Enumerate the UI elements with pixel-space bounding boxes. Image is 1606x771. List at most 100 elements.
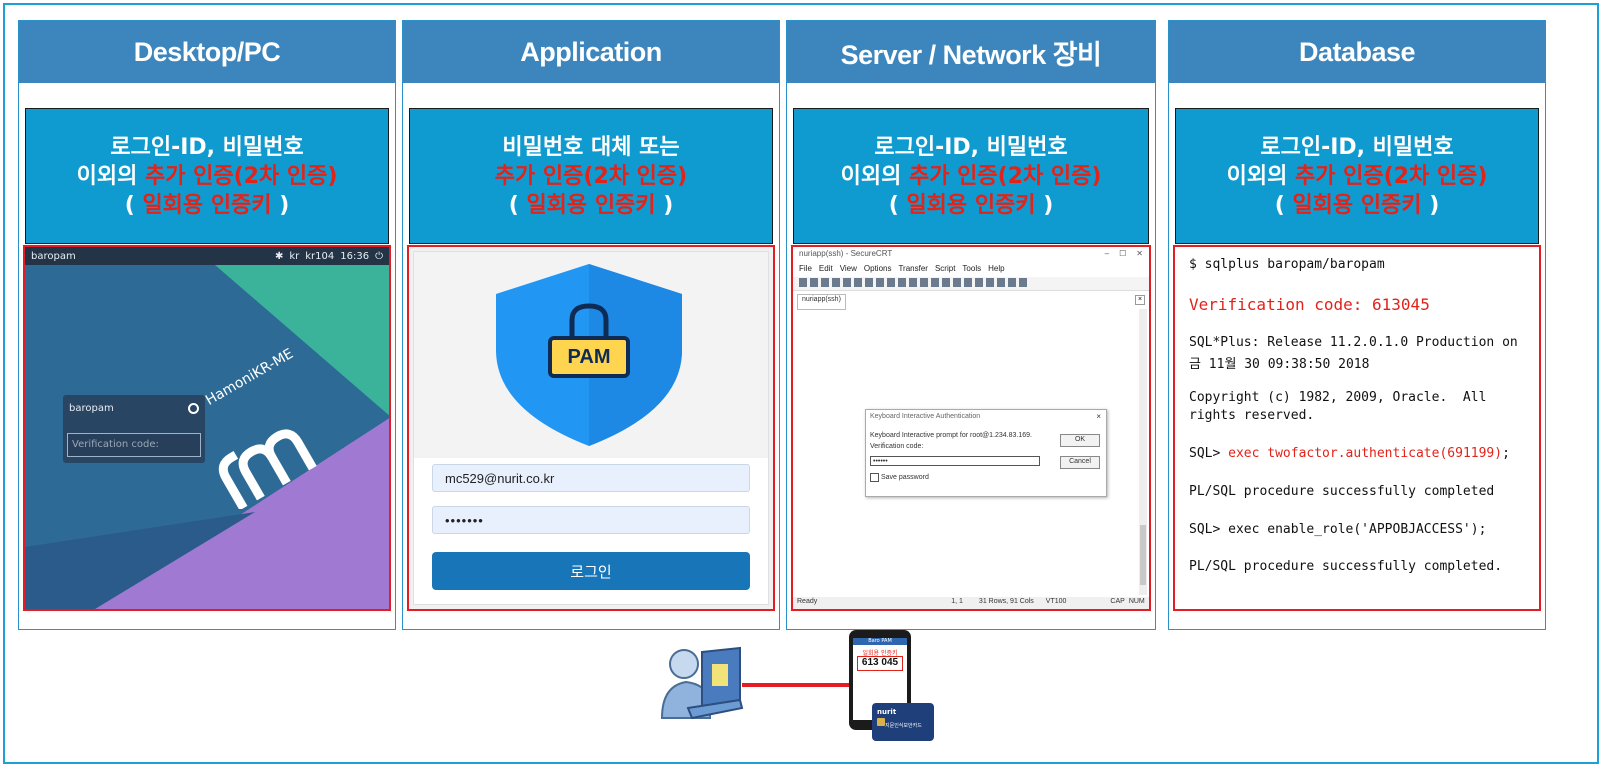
desc-text: ) bbox=[1421, 192, 1440, 218]
minimize-icon[interactable]: – bbox=[1104, 249, 1110, 258]
verification-code-input[interactable]: •••••• bbox=[870, 456, 1040, 466]
toolbar-button-icon[interactable] bbox=[810, 278, 818, 287]
phone-app-title: Baro PAM bbox=[853, 638, 907, 645]
password-field[interactable]: ••••••• bbox=[432, 506, 750, 534]
phone-otp-label: 일회용 인증키 bbox=[862, 650, 898, 657]
desc-line-1: 비밀번호 대체 또는 bbox=[502, 134, 680, 160]
menu-file[interactable]: File bbox=[799, 264, 812, 273]
menu-bar: File Edit View Options Transfer Script T… bbox=[793, 264, 1149, 276]
email-field[interactable]: mc529@nurit.co.kr bbox=[432, 464, 750, 492]
toolbar-button-icon[interactable] bbox=[854, 278, 862, 287]
security-card: nurit 지문인식보안카드 bbox=[872, 703, 934, 741]
power-icon[interactable]: ⏻ bbox=[375, 250, 383, 262]
terminal-line: 금 11월 30 09:38:50 2018 bbox=[1189, 357, 1370, 372]
desc-text: 이외의 bbox=[1226, 163, 1295, 189]
desc-text: ) bbox=[655, 192, 674, 218]
hamonikr-logo-icon bbox=[218, 429, 317, 509]
scrollbar[interactable] bbox=[1139, 309, 1147, 595]
toolbar-button-icon[interactable] bbox=[942, 278, 950, 287]
terminal-verification-code: Verification code: 613045 bbox=[1189, 295, 1430, 314]
status-cursor: 1, 1 bbox=[951, 598, 963, 605]
desc-text: ) bbox=[271, 192, 290, 218]
save-password-label: Save password bbox=[881, 474, 929, 481]
menu-options[interactable]: Options bbox=[863, 264, 892, 273]
column-application: Application 비밀번호 대체 또는 추가 인증(2차 인증) ( 일회… bbox=[402, 20, 780, 630]
column-header-desktop: Desktop/PC bbox=[19, 21, 395, 83]
desc-line-3: ( 일회용 인증키 ) bbox=[410, 191, 772, 220]
cancel-button[interactable]: Cancel bbox=[1060, 456, 1100, 469]
desc-highlight: 일회용 인증키 bbox=[526, 192, 656, 218]
toolbar-button-icon[interactable] bbox=[1019, 278, 1027, 287]
card-subtitle: 지문인식보안카드 bbox=[885, 723, 922, 729]
column-header-application: Application bbox=[403, 21, 779, 83]
ok-button[interactable]: OK bbox=[1060, 434, 1100, 447]
desc-line-2: 추가 인증(2차 인증) bbox=[410, 162, 772, 191]
connection-line bbox=[742, 683, 850, 687]
terminal-line: SQL*Plus: Release 11.2.0.1.0 Production … bbox=[1189, 335, 1518, 350]
desc-text: ( bbox=[888, 192, 907, 218]
login-card: PAM mc529@nurit.co.kr ••••••• 로그인 bbox=[413, 251, 769, 605]
status-cap: CAP bbox=[1110, 598, 1125, 605]
desc-line-1: 로그인-ID, 비밀번호 bbox=[874, 134, 1068, 160]
keyboard-layout[interactable]: kr bbox=[289, 250, 300, 262]
verification-input[interactable]: Verification code: bbox=[67, 433, 201, 457]
toolbar-button-icon[interactable] bbox=[799, 278, 807, 287]
menu-tools[interactable]: Tools bbox=[962, 264, 982, 273]
toolbar-button-icon[interactable] bbox=[876, 278, 884, 287]
toolbar-button-icon[interactable] bbox=[821, 278, 829, 287]
terminal-line: SQL> exec twofactor.authenticate(691199)… bbox=[1189, 446, 1510, 461]
desc-line-2: 이외의 추가 인증(2차 인증) bbox=[1176, 162, 1538, 191]
desc-server: 로그인-ID, 비밀번호 이외의 추가 인증(2차 인증) ( 일회용 인증키 … bbox=[793, 108, 1149, 244]
desc-text: 이외의 bbox=[76, 163, 145, 189]
toolbar-button-icon[interactable] bbox=[975, 278, 983, 287]
toolbar-button-icon[interactable] bbox=[898, 278, 906, 287]
terminal-line: PL/SQL procedure successfully completed bbox=[1189, 484, 1495, 499]
dialog-close-icon[interactable]: × bbox=[1096, 412, 1101, 421]
desc-highlight: 일회용 인증키 bbox=[906, 192, 1036, 218]
session-icon[interactable] bbox=[188, 403, 199, 414]
toolbar-button-icon[interactable] bbox=[865, 278, 873, 287]
toolbar-button-icon[interactable] bbox=[909, 278, 917, 287]
toolbar-button-icon[interactable] bbox=[843, 278, 851, 287]
menu-help[interactable]: Help bbox=[988, 264, 1005, 273]
column-server-network: Server / Network 장비 로그인-ID, 비밀번호 이외의 추가 … bbox=[786, 20, 1156, 630]
maximize-icon[interactable]: ☐ bbox=[1119, 249, 1127, 258]
desc-line-1: 로그인-ID, 비밀번호 bbox=[110, 134, 304, 160]
scrollbar-thumb[interactable] bbox=[1140, 525, 1146, 585]
toolbar-button-icon[interactable] bbox=[964, 278, 972, 287]
toolbar-button-icon[interactable] bbox=[887, 278, 895, 287]
user-at-laptop-icon bbox=[660, 646, 744, 720]
menu-transfer[interactable]: Transfer bbox=[898, 264, 928, 273]
twofactor-command: exec twofactor.authenticate(691199) bbox=[1228, 446, 1503, 461]
login-box: baropam Verification code: bbox=[63, 395, 205, 463]
window-title: nuriapp(ssh) - SecureCRT bbox=[799, 249, 893, 258]
menu-script[interactable]: Script bbox=[934, 264, 956, 273]
terminal-line: Copyright (c) 1982, 2009, Oracle. All bbox=[1189, 390, 1487, 405]
toolbar-button-icon[interactable] bbox=[953, 278, 961, 287]
save-password-option[interactable]: Save password bbox=[870, 473, 929, 482]
desktop-topbar: baropam ✱ kr kr104 16:36 ⏻ bbox=[25, 247, 389, 265]
bluetooth-icon[interactable]: ✱ bbox=[274, 250, 284, 262]
desktop-wallpaper bbox=[25, 265, 389, 609]
toolbar-button-icon[interactable] bbox=[931, 278, 939, 287]
menu-view[interactable]: View bbox=[839, 264, 857, 273]
toolbar-button-icon[interactable] bbox=[832, 278, 840, 287]
menu-edit[interactable]: Edit bbox=[818, 264, 833, 273]
checkbox[interactable] bbox=[870, 473, 879, 482]
toolbar-button-icon[interactable] bbox=[1008, 278, 1016, 287]
toolbar-button-icon[interactable] bbox=[920, 278, 928, 287]
toolbar-button-icon[interactable] bbox=[997, 278, 1005, 287]
auth-dialog: Keyboard Interactive Authentication × Ke… bbox=[865, 409, 1107, 497]
session-tab[interactable]: nuriapp(ssh) bbox=[797, 294, 846, 310]
card-chip-icon bbox=[877, 718, 885, 726]
login-button[interactable]: 로그인 bbox=[432, 552, 750, 590]
column-desktop: Desktop/PC 로그인-ID, 비밀번호 이외의 추가 인증(2차 인증)… bbox=[18, 20, 396, 630]
pam-logo-label: PAM bbox=[567, 346, 611, 368]
desc-text: ) bbox=[1035, 192, 1054, 218]
desktop-screenshot: baropam ✱ kr kr104 16:36 ⏻ baropam Verif… bbox=[23, 245, 391, 611]
tab-close-icon[interactable]: × bbox=[1135, 295, 1145, 305]
close-icon[interactable]: ✕ bbox=[1136, 249, 1143, 258]
securecrt-screenshot: nuriapp(ssh) - SecureCRT –☐ ✕ File Edit V… bbox=[791, 245, 1151, 611]
status-bar: Ready 1, 1 31 Rows, 91 Cols VT100 CAP NU… bbox=[793, 597, 1149, 609]
toolbar-button-icon[interactable] bbox=[986, 278, 994, 287]
